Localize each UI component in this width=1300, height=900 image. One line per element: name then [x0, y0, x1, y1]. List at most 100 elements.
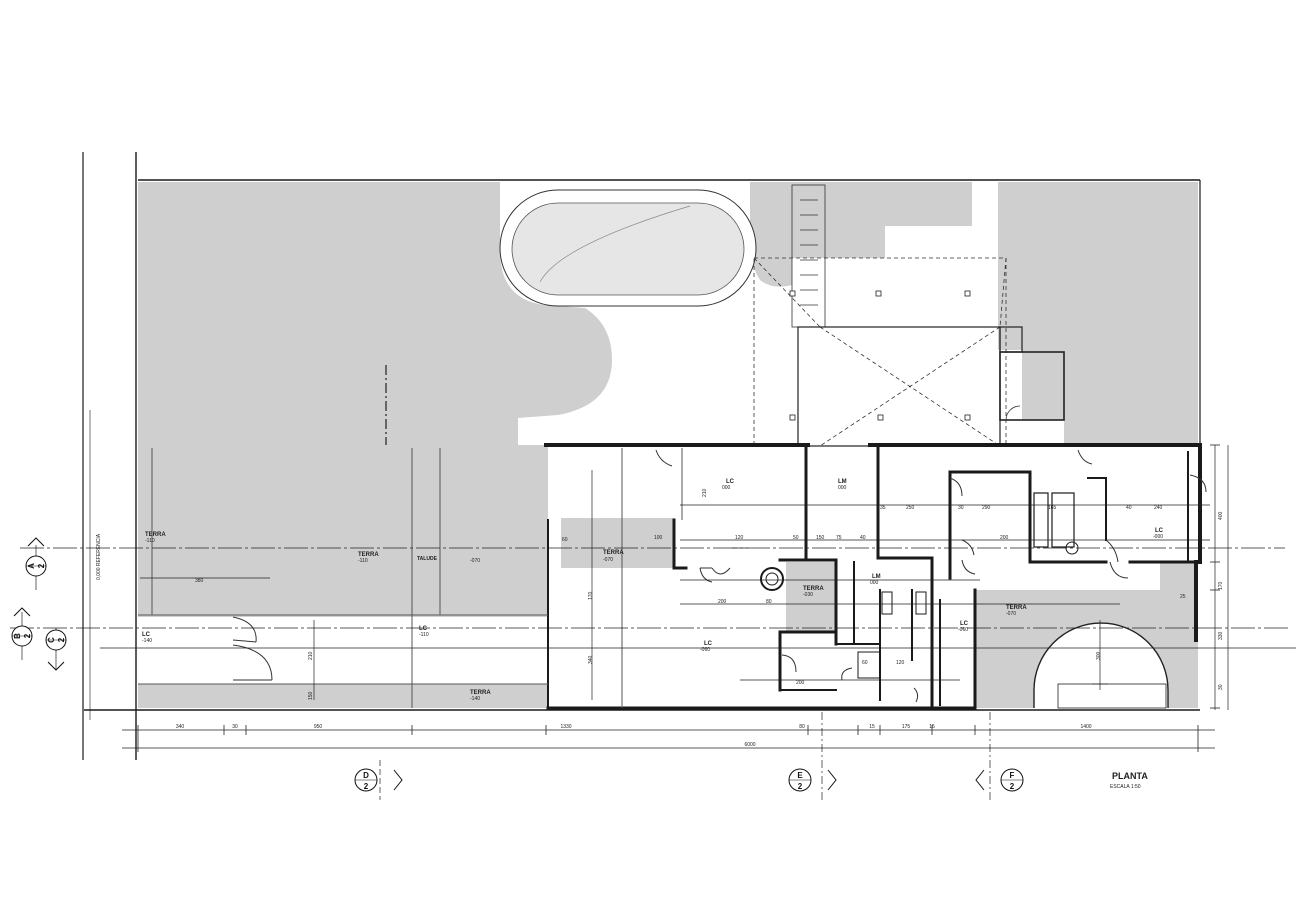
dimension-values: 6000 340 30 950 1330 80 15 175 15 1400 4…	[176, 488, 1224, 748]
room-labels: TERRA -110 TERRA -110 TALUDE -070 TERRA …	[142, 479, 1164, 702]
dim-m11: 30	[958, 505, 964, 511]
dim-b4: 1330	[560, 724, 571, 730]
svg-text:D: D	[363, 771, 369, 780]
room-terra-core-level: -030	[803, 592, 813, 598]
room-lc-top: LC	[726, 479, 735, 485]
svg-text:B: B	[13, 633, 22, 639]
drawing-scale: ESCALA 1:50	[1110, 784, 1141, 790]
dim-b5: 80	[799, 724, 805, 730]
dim-m4: 150	[816, 535, 825, 541]
room-lc-3: LC	[704, 641, 713, 647]
dim-m16: 170	[588, 591, 594, 600]
dim-m17: 340	[588, 655, 594, 664]
room-terrace-left: TERRA	[145, 532, 166, 538]
dim-m2: 120	[735, 535, 744, 541]
dim-m12: 210	[702, 488, 708, 497]
room-lc-3-level: -060	[700, 647, 710, 653]
svg-text:2: 2	[364, 782, 369, 791]
room-terra-big-level: -110	[358, 558, 368, 564]
dim-m21: 200	[796, 680, 805, 686]
room-talude: TALUDE	[417, 556, 438, 562]
exterior-hatch-zones	[138, 182, 1198, 708]
dim-m27: 165	[1048, 505, 1057, 511]
dim-b7: 175	[902, 724, 911, 730]
dim-m26: 25	[1180, 594, 1186, 600]
door-swings	[232, 449, 1207, 703]
dimension-ticks	[137, 444, 1220, 752]
room-lc-6: LC	[1155, 528, 1164, 534]
dim-m20: 150	[308, 691, 314, 700]
grid-bubble-a: A 2	[25, 537, 47, 577]
room-terra-mid-level: -070	[470, 558, 480, 564]
room-lc-2: LC	[419, 626, 428, 632]
dim-m25: 300	[1096, 651, 1102, 660]
room-terra-bottom: TERRA	[470, 690, 491, 696]
room-terra-right: TERRA	[1006, 605, 1027, 611]
dim-m5: 60	[562, 537, 568, 543]
room-lc-6-level: -000	[1153, 534, 1163, 540]
room-lc-4: LC	[960, 621, 969, 627]
dim-m3: 50	[793, 535, 799, 541]
svg-text:2: 2	[798, 782, 803, 791]
room-lm-2-level: 000	[870, 580, 879, 586]
dim-m13: 35	[880, 505, 886, 511]
dim-m28: 40	[1126, 505, 1132, 511]
dim-b1: 340	[176, 724, 185, 730]
room-terra-big: TERRA	[358, 552, 379, 558]
room-terra-small-level: -070	[603, 557, 613, 563]
dim-r4: 30	[1218, 684, 1224, 690]
room-terra-small: TERRA	[603, 550, 624, 556]
grid-bubble-f: F 2	[975, 768, 1024, 792]
dim-m19: 210	[308, 651, 314, 660]
dim-bottom-total: 6000	[744, 742, 755, 748]
svg-text:A: A	[27, 563, 36, 569]
dim-m22: 60	[862, 660, 868, 666]
room-lc-1-level: -140	[142, 638, 152, 644]
svg-text:F: F	[1010, 771, 1015, 780]
dim-r3: 330	[1218, 631, 1224, 640]
dim-m10: 290	[982, 505, 991, 511]
grid-bubble-d: D 2	[354, 768, 403, 792]
dim-m23: 120	[896, 660, 905, 666]
grid-bubble-e: E 2	[788, 768, 837, 792]
entrance-structure	[753, 184, 1065, 447]
side-reference-note: 0,000 REFERENCIA	[96, 533, 102, 580]
room-terrace-left-level: -110	[145, 538, 155, 544]
dim-m7: 80	[766, 599, 772, 605]
dim-m8: 75	[836, 535, 842, 541]
svg-text:2: 2	[57, 637, 66, 642]
svg-text:2: 2	[23, 633, 32, 638]
dim-b2: 30	[232, 724, 238, 730]
dim-r2: 170	[1218, 581, 1224, 590]
dim-m14: 250	[906, 505, 915, 511]
dim-b3: 950	[314, 724, 323, 730]
room-terra-core: TERRA	[803, 586, 824, 592]
svg-text:2: 2	[37, 563, 46, 568]
drawing-title: PLANTA	[1112, 771, 1148, 781]
pool	[499, 189, 757, 307]
dim-m6: 200	[718, 599, 727, 605]
terrace-arch	[1033, 622, 1169, 708]
dim-b8: 15	[929, 724, 935, 730]
dim-r1: 400	[1218, 511, 1224, 520]
room-lc-top-level: 000	[722, 485, 731, 491]
dim-m15: 200	[1000, 535, 1009, 541]
site-boundary	[82, 152, 1201, 760]
dim-m1: 100	[654, 535, 663, 541]
room-lc-4-level: -060	[958, 627, 968, 633]
svg-text:2: 2	[1010, 782, 1015, 791]
drawing-title-block: PLANTA ESCALA 1:50	[1110, 771, 1148, 790]
grid-bubble-b: B 2	[11, 607, 33, 647]
dim-b6: 15	[869, 724, 875, 730]
dim-m24: 240	[1154, 505, 1163, 511]
dim-m18: 380	[195, 578, 204, 584]
dim-b9: 1400	[1080, 724, 1091, 730]
room-terra-bottom-level: -140	[470, 696, 480, 702]
svg-text:C: C	[47, 637, 56, 643]
paved-rectangle	[1057, 683, 1167, 709]
room-lc-1: LC	[142, 632, 151, 638]
room-lc-2-level: -110	[419, 632, 429, 638]
dimension-lines	[10, 365, 1296, 800]
room-lm-2: LM	[872, 574, 881, 580]
